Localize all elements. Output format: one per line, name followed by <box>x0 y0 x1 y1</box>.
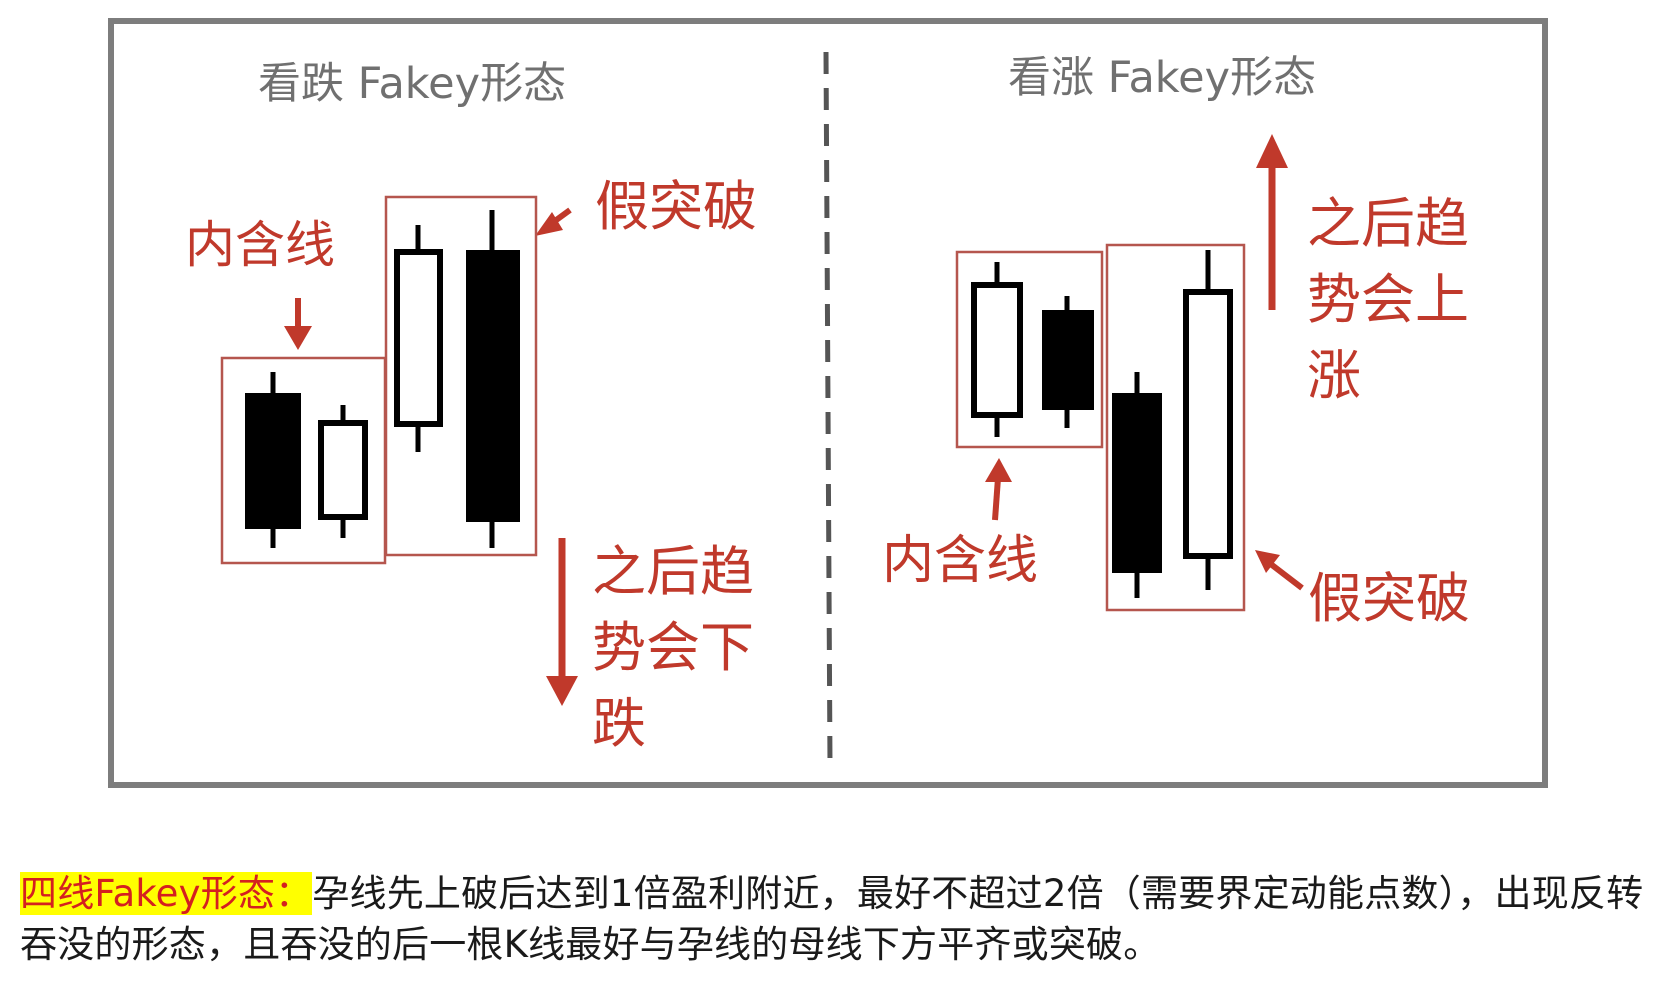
right-false-breakout-arrow-icon <box>1255 550 1304 591</box>
left-trend-line-3: 跌 <box>592 692 646 755</box>
figure-frame <box>108 18 1548 788</box>
left-inside-bar-label: 内含线 <box>185 216 335 274</box>
left-candle-1 <box>245 372 301 548</box>
left-panel-title: 看跌 Fakey形态 <box>258 59 566 109</box>
right-candle-2 <box>1042 296 1094 428</box>
left-false-breakout-box <box>384 195 538 557</box>
right-false-breakout-label: 假突破 <box>1308 567 1470 630</box>
right-panel-title: 看涨 Fakey形态 <box>1008 53 1316 103</box>
right-candle-1 <box>971 262 1023 437</box>
caption-highlight: 四线Fakey形态： <box>20 872 313 915</box>
left-trend-line-2: 势会下 <box>592 616 754 679</box>
left-candle-4 <box>466 210 520 548</box>
right-trend-line-1: 之后趋 <box>1307 192 1469 255</box>
left-candle-3 <box>394 225 443 452</box>
right-inside-bar-label: 内含线 <box>882 531 1038 591</box>
right-inside-bar-arrow-icon <box>985 458 1012 521</box>
left-inside-bar-arrow-icon <box>284 298 312 350</box>
right-trend-up-arrow-icon <box>1256 134 1288 310</box>
right-trend-line-2: 势会上 <box>1307 268 1469 331</box>
left-candle-2 <box>318 405 368 538</box>
right-false-breakout-box <box>1105 243 1246 612</box>
left-trend-down-arrow-icon <box>546 538 578 706</box>
left-trend-line-1: 之后趋 <box>592 540 754 603</box>
left-false-breakout-label: 假突破 <box>595 175 757 238</box>
right-candle-3 <box>1112 372 1162 598</box>
panel-divider <box>823 51 833 766</box>
left-false-breakout-arrow-icon <box>535 207 572 236</box>
right-trend-line-3: 涨 <box>1307 344 1361 407</box>
caption: 四线Fakey形态：孕线先上破后达到1倍盈利附近，最好不超过2倍（需要界定动能点… <box>20 868 1650 970</box>
right-candle-4 <box>1183 250 1233 590</box>
right-inside-bar-box <box>955 250 1104 449</box>
caption-text: 孕线先上破后达到1倍盈利附近，最好不超过2倍（需要界定动能点数），出现反转吞没的… <box>20 872 1644 966</box>
